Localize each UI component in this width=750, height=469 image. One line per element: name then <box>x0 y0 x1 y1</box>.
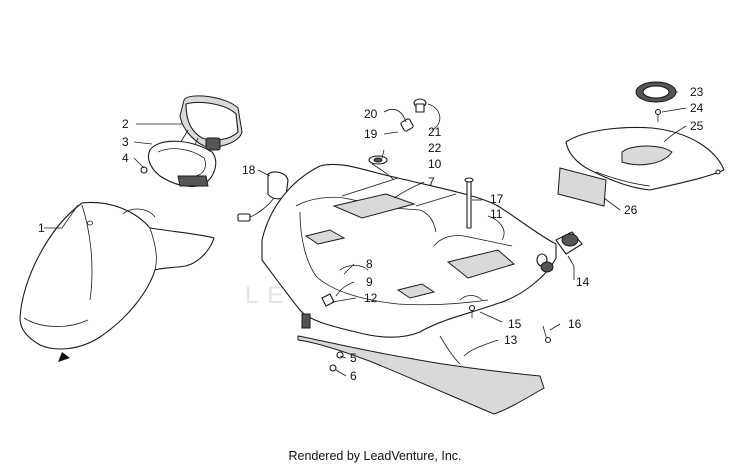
callout-1: 1 <box>38 221 45 235</box>
part-14-cap-assembly <box>536 231 583 273</box>
callout-labels: 1 2 3 4 5 6 7 8 9 10 11 12 13 14 15 16 1… <box>38 85 704 383</box>
callout-10: 10 <box>428 157 442 171</box>
part-22-grommet <box>368 155 388 165</box>
part-3-gauge-housing <box>147 140 217 187</box>
part-13-seat-foam <box>297 335 545 415</box>
callout-17: 17 <box>490 192 504 206</box>
leader-lines <box>44 91 687 377</box>
callout-26: 26 <box>624 203 638 217</box>
callout-20: 20 <box>364 107 378 121</box>
part-15-fastener <box>468 304 476 318</box>
callout-11: 11 <box>490 207 503 221</box>
callout-2: 2 <box>122 117 129 131</box>
main-body-panel <box>261 163 557 338</box>
callout-15: 15 <box>508 317 522 331</box>
part-18-harness <box>237 171 289 222</box>
callout-18: 18 <box>242 163 256 177</box>
part-25-rear-cover <box>565 126 725 191</box>
callout-8: 8 <box>366 257 373 271</box>
callout-3: 3 <box>122 135 129 149</box>
part-4-screw <box>140 166 148 174</box>
part-17-bolt <box>464 177 474 229</box>
part-1-front-fender <box>19 201 215 350</box>
callout-7: 7 <box>428 175 435 189</box>
callout-24: 24 <box>690 101 704 115</box>
callout-25: 25 <box>690 119 704 133</box>
callout-5: 5 <box>350 351 357 365</box>
callout-13: 13 <box>504 333 518 347</box>
footer-credit: Rendered by LeadVenture, Inc. <box>288 449 462 463</box>
callout-16: 16 <box>568 317 582 331</box>
part-26-lens <box>557 167 607 207</box>
callout-14: 14 <box>576 275 590 289</box>
callout-19: 19 <box>364 127 378 141</box>
part-6-washer <box>329 364 337 372</box>
callout-22: 22 <box>428 141 442 155</box>
part-24-screw <box>654 108 662 122</box>
callout-4: 4 <box>122 151 129 165</box>
part-16-screw <box>542 325 552 344</box>
part-23-seal-ring <box>635 81 677 103</box>
callout-21: 21 <box>428 125 442 139</box>
part-19-valve <box>400 118 414 132</box>
callout-9: 9 <box>366 275 373 289</box>
callout-6: 6 <box>350 369 357 383</box>
callout-23: 23 <box>690 85 704 99</box>
callout-12: 12 <box>364 291 378 305</box>
part-21-cap <box>413 98 427 113</box>
